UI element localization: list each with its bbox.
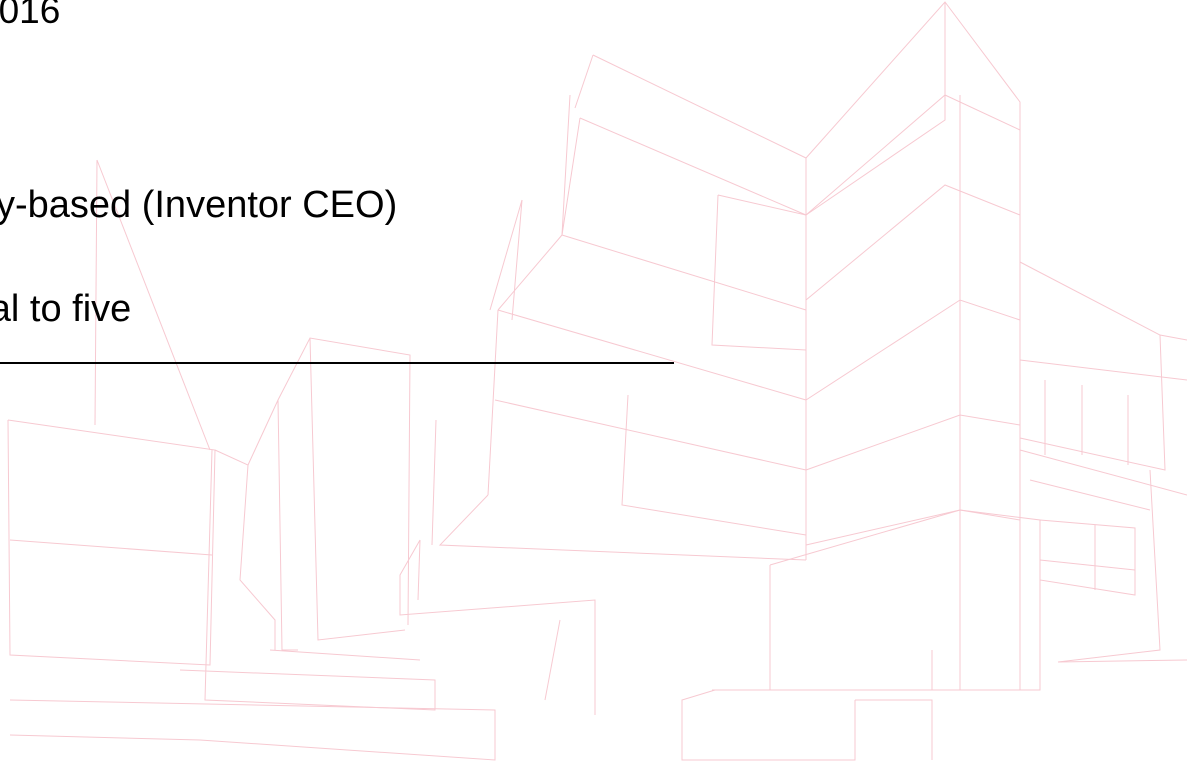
threshold-text: or equal to five <box>0 288 132 330</box>
criteria-text: nology-based (Inventor CEO) <box>0 184 398 226</box>
horizontal-rule <box>0 362 674 364</box>
year-heading: 2016 <box>0 0 61 31</box>
